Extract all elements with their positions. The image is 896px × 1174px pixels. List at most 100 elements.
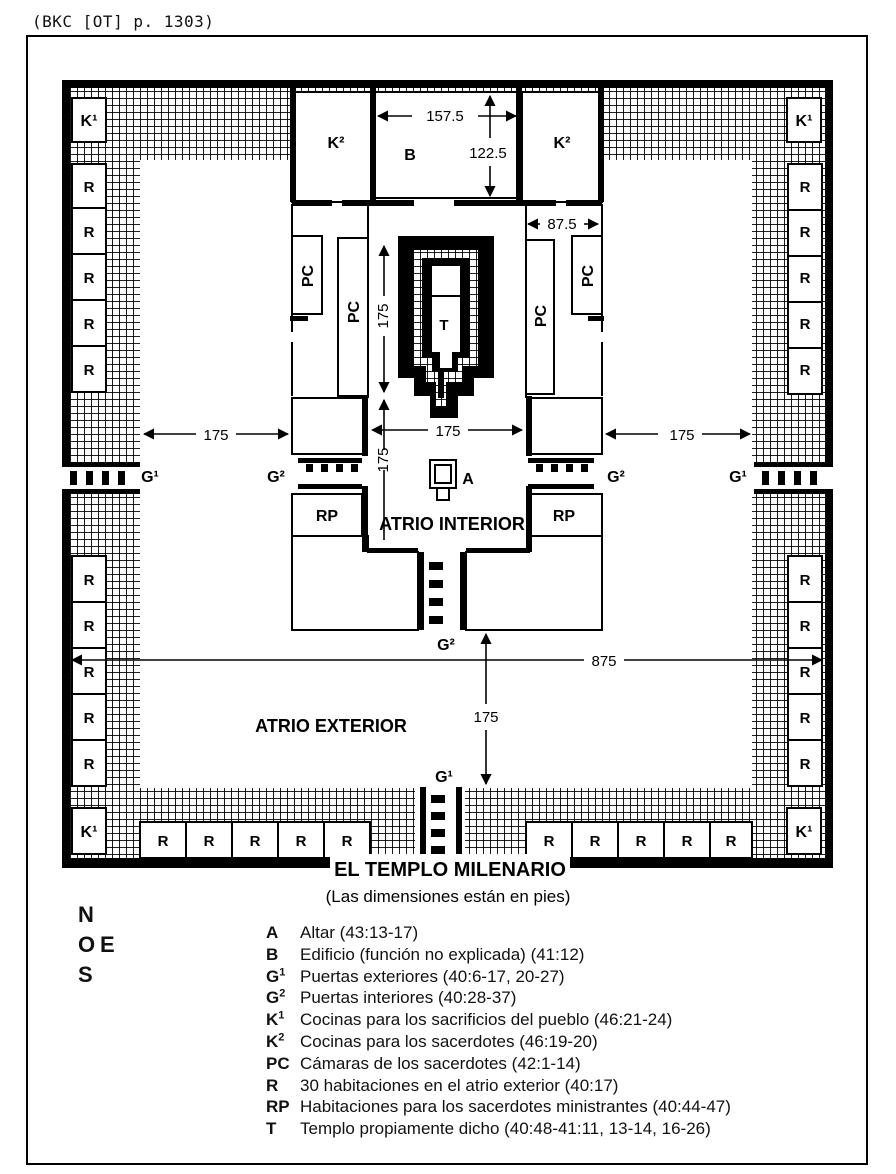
- legend-description: Cocinas para los sacerdotes (46:19-20): [300, 1031, 598, 1051]
- label-rp-east: RP: [553, 508, 576, 525]
- label-room-r: R: [84, 270, 95, 287]
- dim-building-depth: 122.5: [469, 145, 507, 162]
- label-room-r: R: [636, 833, 647, 850]
- label-k1-sw: K¹: [81, 824, 98, 841]
- label-room-r: R: [84, 224, 95, 241]
- label-room-r: R: [800, 618, 811, 635]
- altar: [429, 459, 457, 501]
- dimension-lines: [70, 94, 824, 786]
- label-outer-court: ATRIO EXTERIOR: [255, 716, 407, 736]
- label-pc-1: PC: [300, 264, 317, 287]
- diagram-subtitle: (Las dimensiones están en pies): [326, 887, 571, 906]
- label-room-r: R: [800, 224, 811, 241]
- diagram-title: EL TEMPLO MILENARIO: [334, 859, 566, 881]
- legend-code: A: [266, 923, 279, 942]
- legend-code: G2: [266, 987, 286, 1008]
- label-room-r: R: [84, 179, 95, 196]
- label-room-r: R: [84, 316, 95, 333]
- label-altar-a: A: [462, 471, 474, 488]
- inner-court-outline: [362, 486, 532, 553]
- legend-description: Habitaciones para los sacerdotes ministr…: [300, 1097, 731, 1117]
- legend-code: B: [266, 944, 279, 964]
- legend-description: Cocinas para los sacrificios del pueblo …: [300, 1010, 673, 1030]
- inner-south-gate: [418, 552, 466, 630]
- label-room-r: R: [84, 572, 95, 589]
- label-g1-south: G¹: [435, 769, 453, 786]
- west-gate: [62, 462, 140, 494]
- label-k1-nw: K¹: [81, 113, 98, 130]
- dim-building-width: 157.5: [426, 108, 464, 125]
- legend-code: R: [266, 1075, 279, 1095]
- label-room-r: R: [800, 572, 811, 589]
- legend-description: Cámaras de los sacerdotes (42:1-14): [300, 1053, 581, 1073]
- label-room-r: R: [682, 833, 693, 850]
- label-k1-ne: K¹: [796, 113, 813, 130]
- compass-north: N: [78, 902, 94, 927]
- label-pc-4: PC: [580, 264, 597, 287]
- label-room-r: R: [726, 833, 737, 850]
- compass-west: O: [78, 932, 96, 957]
- legend-code: K2: [266, 1031, 285, 1051]
- legend-description: Edificio (función no explicada) (41:12): [300, 944, 585, 964]
- label-room-r: R: [84, 756, 95, 773]
- dim-pc-width: 87.5: [547, 216, 576, 233]
- label-room-r: R: [544, 833, 555, 850]
- label-room-r: R: [158, 833, 169, 850]
- label-temple-t: T: [439, 317, 448, 334]
- legend-description: Puertas interiores (40:28-37): [300, 988, 517, 1008]
- page-frame: [26, 35, 868, 1165]
- label-room-r: R: [800, 179, 811, 196]
- label-room-r: R: [590, 833, 601, 850]
- source-reference: (BKC [OT] p. 1303): [32, 12, 215, 31]
- legend-code: T: [266, 1119, 277, 1139]
- label-room-r: R: [204, 833, 215, 850]
- ministering-rooms: [291, 493, 603, 631]
- priest-chambers: [291, 235, 603, 397]
- label-k2-west: K²: [328, 135, 345, 152]
- legend-description: Templo propiamente dicho (40:48-41:11, 1…: [300, 1119, 711, 1139]
- compass-east: E: [100, 932, 115, 957]
- label-room-r: R: [296, 833, 307, 850]
- dim-outer-gap-right: 175: [669, 427, 694, 444]
- east-gate: [754, 462, 833, 494]
- label-pc-3: PC: [533, 304, 550, 327]
- label-room-r: R: [84, 618, 95, 635]
- label-room-r: R: [84, 664, 95, 681]
- label-room-r: R: [800, 664, 811, 681]
- temple-building: [398, 236, 494, 418]
- dim-temple: 175: [375, 303, 392, 328]
- label-k2-east: K²: [554, 135, 571, 152]
- label-room-r: R: [342, 833, 353, 850]
- inner-gate-walls: [298, 396, 594, 489]
- label-room-r: R: [84, 710, 95, 727]
- label-room-r: R: [800, 756, 811, 773]
- legend-description: Altar (43:13-17): [300, 923, 419, 942]
- legend-code: PC: [266, 1053, 290, 1073]
- label-room-r: R: [800, 710, 811, 727]
- label-g2-west: G²: [267, 469, 285, 486]
- legend-description: Puertas exteriores (40:6-17, 20-27): [300, 966, 565, 986]
- label-g1-west: G¹: [141, 469, 159, 486]
- label-room-r: R: [250, 833, 261, 850]
- label-room-r: R: [800, 316, 811, 333]
- label-k1-se: K¹: [796, 824, 813, 841]
- inner-gate-blocks: [291, 397, 603, 455]
- north-building: [291, 91, 603, 203]
- label-g1-east: G¹: [729, 469, 747, 486]
- dim-inner-width: 175: [435, 423, 460, 440]
- corner-kitchens: [71, 97, 822, 855]
- label-building-b: B: [404, 147, 416, 164]
- north-building-walls: [290, 88, 604, 202]
- legend-code: K1: [266, 1009, 285, 1030]
- dim-inner-depth: 175: [375, 447, 392, 472]
- compass-south: S: [78, 962, 93, 987]
- label-room-r: R: [84, 362, 95, 379]
- label-inner-court: ATRIO INTERIOR: [379, 514, 525, 534]
- label-room-r: R: [800, 270, 811, 287]
- legend-code: RP: [266, 1097, 290, 1117]
- label-pc-2: PC: [346, 300, 363, 323]
- legend-code: G1: [266, 965, 286, 986]
- label-room-r: R: [800, 362, 811, 379]
- label-g2-east: G²: [607, 469, 625, 486]
